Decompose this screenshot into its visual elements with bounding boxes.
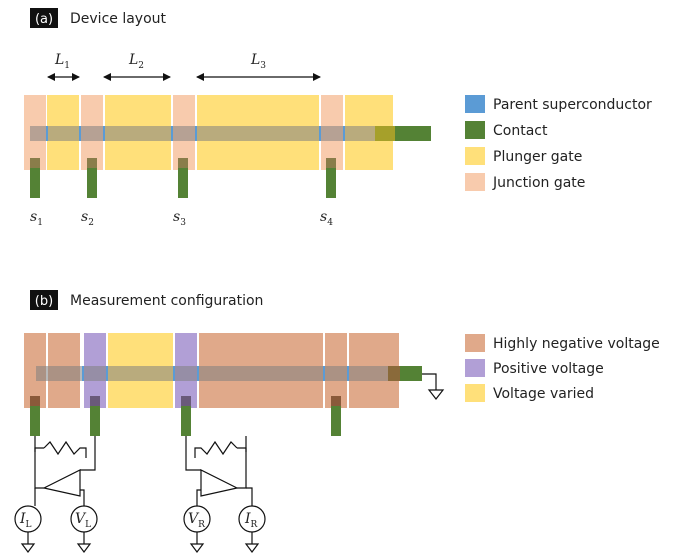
meter-label-il: IL xyxy=(19,511,32,530)
lead xyxy=(331,406,341,436)
panel-b-tag-bg xyxy=(30,290,58,310)
panel-a-title: Device layout xyxy=(70,11,167,27)
legend-swatch xyxy=(465,359,485,377)
length-label-l2: L2 xyxy=(128,52,144,71)
ground-wire xyxy=(422,373,437,390)
feedback-resistor xyxy=(43,440,87,458)
feedback-wire xyxy=(237,447,247,452)
superconductor-segment xyxy=(195,126,197,141)
superconductor-segment xyxy=(103,126,105,141)
lead-tip xyxy=(87,158,97,168)
ground-symbol xyxy=(427,389,445,400)
meter-label-ir: IR xyxy=(244,511,258,530)
ground-symbol xyxy=(244,543,260,553)
legend-label: Contact xyxy=(493,123,548,139)
contact-end xyxy=(400,366,422,381)
legend-label: Highly negative voltage xyxy=(493,336,660,352)
feedback-wire xyxy=(34,447,44,452)
panel-b-tag: (b) xyxy=(35,294,53,309)
superconductor-segment xyxy=(319,126,321,141)
contact-overlap xyxy=(375,126,395,141)
ground-symbol xyxy=(20,543,36,553)
contact-overlap xyxy=(388,366,400,381)
legend-swatch xyxy=(465,95,485,113)
site-label-s4: s4 xyxy=(320,209,333,228)
lead-tip xyxy=(181,396,191,406)
nanowire-b xyxy=(36,366,445,400)
legend-swatch xyxy=(465,121,485,139)
legend-b: Highly negative voltage Positive voltage… xyxy=(465,334,660,402)
probe-leads-a xyxy=(30,158,336,198)
panel-b-title: Measurement configuration xyxy=(70,293,263,309)
panel-b: (b) Measurement configuration xyxy=(14,290,660,553)
wire xyxy=(80,489,85,506)
superconductor-segment xyxy=(323,366,325,381)
lead-tip xyxy=(326,158,336,168)
nanowire xyxy=(36,366,401,381)
legend-swatch xyxy=(465,173,485,191)
lead-tip xyxy=(90,396,100,406)
lead xyxy=(87,168,97,198)
feedback-resistor xyxy=(194,440,238,458)
amplifier xyxy=(42,469,81,497)
legend-swatch xyxy=(465,384,485,402)
panel-a-tag-bg xyxy=(30,8,58,28)
contact-end xyxy=(395,126,431,141)
lead xyxy=(181,406,191,436)
ground-symbol xyxy=(76,543,92,553)
panel-a: (a) Device layout L1 L2 L3 xyxy=(24,8,652,228)
site-label-s2: s2 xyxy=(81,209,94,228)
superconductor-segment xyxy=(82,366,84,381)
legend-label: Voltage varied xyxy=(493,386,594,402)
legend-label: Parent superconductor xyxy=(493,97,652,113)
wire xyxy=(237,436,247,489)
lead xyxy=(178,168,188,198)
superconductor-segment xyxy=(171,126,173,141)
legend-swatch xyxy=(465,334,485,352)
meter-label-vl: VL xyxy=(75,511,91,530)
lead xyxy=(30,406,40,436)
legend-a: Parent superconductor Contact Plunger ga… xyxy=(465,95,652,191)
lead xyxy=(30,168,40,198)
right-circuit xyxy=(183,436,266,553)
length-label-l3: L3 xyxy=(250,52,266,71)
site-label-s1: s1 xyxy=(30,209,43,228)
superconductor-segment xyxy=(106,366,108,381)
lead-tip xyxy=(30,158,40,168)
superconductor-segment xyxy=(197,366,199,381)
legend-label: Junction gate xyxy=(492,175,585,191)
superconductor-segment xyxy=(173,366,175,381)
wire xyxy=(246,487,253,506)
nanowire-a xyxy=(30,126,431,141)
probe-leads-b xyxy=(30,396,341,436)
wire xyxy=(196,489,201,506)
lead xyxy=(326,168,336,198)
legend-label: Plunger gate xyxy=(493,149,582,165)
superconductor-segment xyxy=(79,126,81,141)
ground-symbol xyxy=(189,543,205,553)
left-circuit xyxy=(14,436,98,553)
length-label-l1: L1 xyxy=(54,52,70,71)
wire xyxy=(34,436,44,489)
lead-tip xyxy=(331,396,341,406)
amplifier xyxy=(200,469,239,497)
superconductor-segment xyxy=(343,126,345,141)
lead-tip xyxy=(178,158,188,168)
wire xyxy=(185,436,201,471)
wire xyxy=(80,436,96,471)
lead xyxy=(90,406,100,436)
site-label-s3: s3 xyxy=(173,209,186,228)
superconductor-segment xyxy=(46,126,48,141)
panel-a-tag: (a) xyxy=(35,12,53,27)
meter-label-vr: VR xyxy=(188,511,205,530)
nanowire xyxy=(30,126,395,141)
lead-tip xyxy=(30,396,40,406)
superconductor-segment xyxy=(347,366,349,381)
legend-label: Positive voltage xyxy=(493,361,604,377)
legend-swatch xyxy=(465,147,485,165)
negative-gate xyxy=(24,333,46,408)
